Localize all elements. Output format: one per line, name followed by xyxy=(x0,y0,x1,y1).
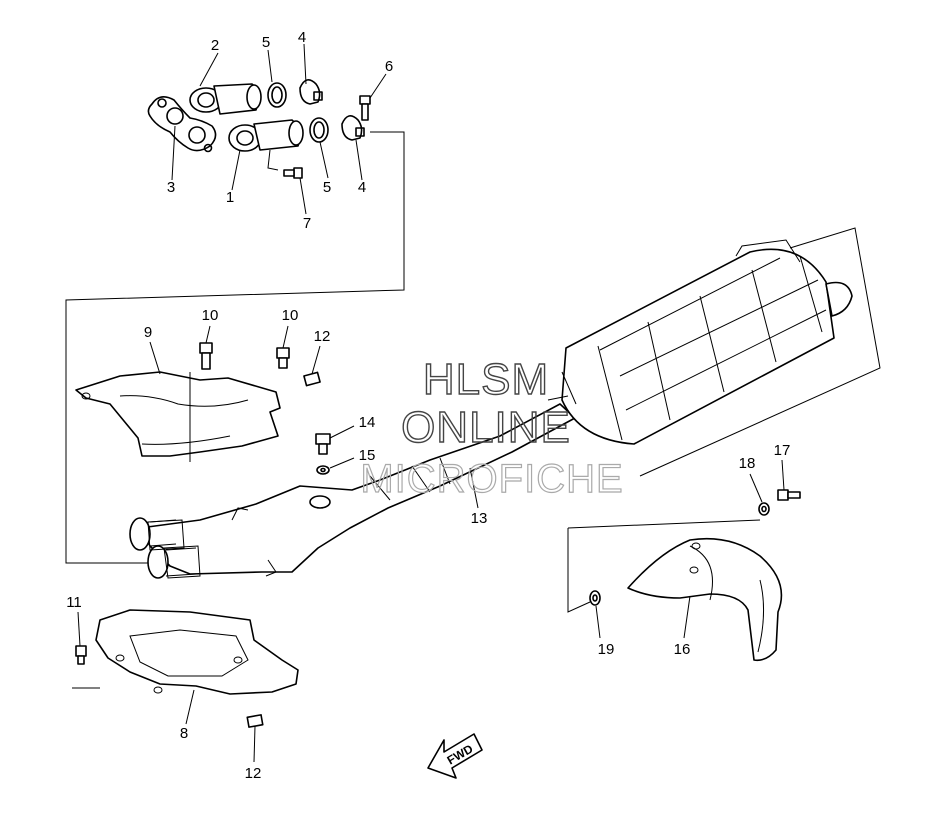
callout-2[interactable]: 2 xyxy=(211,37,219,54)
callout-14[interactable]: 14 xyxy=(359,414,376,431)
callout-16[interactable]: 16 xyxy=(674,641,691,658)
callout-11[interactable]: 11 xyxy=(66,594,82,611)
callout-5b[interactable]: 5 xyxy=(323,179,331,196)
bolt-part-17[interactable] xyxy=(777,489,801,501)
callout-4b[interactable]: 4 xyxy=(358,179,366,196)
washer-part-15[interactable] xyxy=(316,465,330,475)
heat-protector-part-9[interactable] xyxy=(75,371,281,462)
callout-10b[interactable]: 10 xyxy=(282,307,299,324)
callout-1[interactable]: 1 xyxy=(226,189,234,206)
gasket-part-3[interactable] xyxy=(147,96,217,153)
callout-8[interactable]: 8 xyxy=(180,725,188,742)
washer-part-18[interactable] xyxy=(758,502,770,516)
callout-4a[interactable]: 4 xyxy=(298,29,306,46)
callout-5a[interactable]: 5 xyxy=(262,34,270,51)
muffler-protector-part-16[interactable] xyxy=(627,537,783,662)
watermark-line-2: ONLINE xyxy=(401,403,571,452)
callout-9[interactable]: 9 xyxy=(144,324,152,341)
exhaust-pipe-assembly-part-13[interactable] xyxy=(129,403,576,579)
group-boundary-lines xyxy=(65,131,881,689)
clip-part-12a[interactable] xyxy=(303,371,321,387)
callout-19[interactable]: 19 xyxy=(598,641,615,658)
callout-labels: 2 5 4 6 3 1 5 4 7 9 10 10 12 14 15 13 11… xyxy=(66,29,790,782)
bolt-part-7[interactable] xyxy=(283,167,303,179)
bolt-part-10a[interactable] xyxy=(199,342,213,370)
bolt-part-6[interactable] xyxy=(359,95,371,121)
leader-lines xyxy=(77,43,785,763)
watermark-line-3: MICROFICHE xyxy=(360,457,623,501)
gasket-ring-part-5b[interactable] xyxy=(309,117,329,143)
bolt-part-10b[interactable] xyxy=(276,347,290,369)
watermark: HLSM ONLINE MICROFICHE xyxy=(360,354,624,501)
muffler[interactable] xyxy=(547,239,853,445)
lower-protector-part-8[interactable] xyxy=(95,609,299,695)
callout-18[interactable]: 18 xyxy=(739,455,756,472)
bolt-part-11[interactable] xyxy=(75,645,87,665)
callout-3[interactable]: 3 xyxy=(167,179,175,196)
watermark-line-1: HLSM xyxy=(423,355,549,404)
exhaust-pipe-part-2[interactable] xyxy=(189,83,262,115)
clip-part-12b[interactable] xyxy=(246,714,264,728)
bolt-part-14[interactable] xyxy=(315,433,331,455)
gasket-ring-part-5a[interactable] xyxy=(267,82,287,108)
callout-17[interactable]: 17 xyxy=(774,442,791,459)
fwd-arrow-icon: FWD xyxy=(427,733,483,779)
clamp-part-4a[interactable] xyxy=(299,79,323,105)
callout-6[interactable]: 6 xyxy=(385,58,393,75)
callout-7[interactable]: 7 xyxy=(303,215,311,232)
callout-12b[interactable]: 12 xyxy=(245,765,262,782)
callout-10a[interactable]: 10 xyxy=(202,307,219,324)
callout-15[interactable]: 15 xyxy=(359,447,376,464)
clamp-part-4b[interactable] xyxy=(341,115,365,141)
washer-part-19[interactable] xyxy=(589,590,601,606)
callout-12a[interactable]: 12 xyxy=(314,328,331,345)
exhaust-pipe-part-1[interactable] xyxy=(228,119,304,171)
callout-13[interactable]: 13 xyxy=(471,510,488,527)
